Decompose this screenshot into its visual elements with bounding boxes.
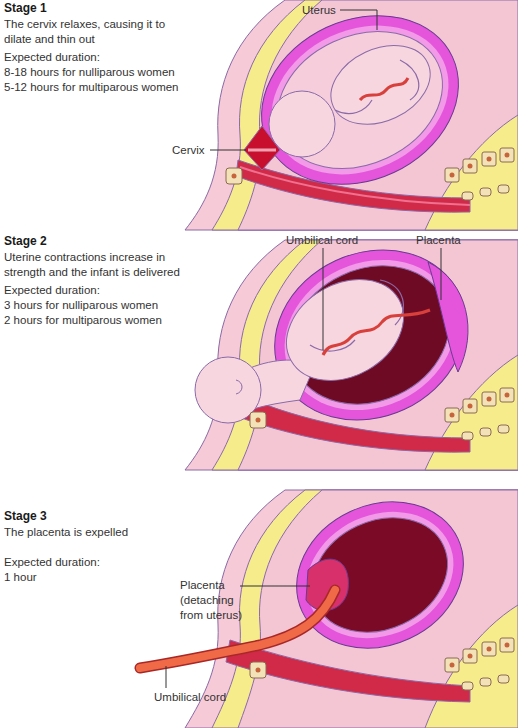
sacrum [498, 675, 509, 683]
uterus-wall [272, 475, 487, 675]
stage-description: The placenta is expelled [4, 525, 128, 540]
fat-layer [212, 490, 518, 728]
sacrum [498, 425, 509, 433]
fetus-leg [380, 280, 403, 325]
vertebra [463, 649, 477, 663]
stage-description: The cervix relaxes, causing it to dilate… [4, 17, 186, 47]
bone-marrow [256, 418, 261, 423]
uterus-lining [260, 233, 480, 438]
part-label: Placenta (detaching from uterus) [180, 578, 256, 623]
vertebra [482, 642, 496, 656]
stage-heading: Stage 1 [4, 1, 47, 16]
bone-marrow [487, 397, 492, 402]
leader-line [166, 666, 167, 688]
bone-marrow [468, 164, 473, 169]
part-label: Cervix [172, 143, 205, 158]
placenta [428, 262, 468, 372]
bone-marrow [505, 153, 510, 158]
leader-line [323, 248, 324, 350]
duration-value: 3 hours for nulliparous women [4, 298, 158, 313]
vertebra [445, 408, 459, 422]
bone-marrow [505, 393, 510, 398]
duration-heading: Expected duration: [4, 50, 100, 65]
bone-marrow [468, 404, 473, 409]
umbilical-cord [140, 590, 335, 668]
stage-one-panel [185, 0, 518, 230]
stage-two-panel [185, 219, 518, 470]
bone-marrow [450, 173, 455, 178]
sacrum [462, 682, 473, 690]
leader-line [240, 586, 310, 587]
duration-value: 2 hours for multiparous women [4, 313, 162, 328]
fetus-ear [236, 380, 242, 394]
vertebra [463, 159, 477, 173]
uterine-cavity [268, 241, 472, 430]
bone-marrow [468, 654, 473, 659]
uterus-wall [247, 219, 494, 450]
duration-heading: Expected duration: [4, 555, 100, 570]
bone-marrow [487, 647, 492, 652]
cervix-canal [248, 149, 276, 152]
bone-marrow [487, 157, 492, 162]
pubic-bone [226, 168, 242, 184]
stage-heading: Stage 3 [4, 509, 47, 524]
fat-layer [212, 0, 518, 230]
leader-line [441, 248, 442, 300]
leader-line [340, 10, 377, 30]
vertebra [463, 399, 477, 413]
vertebra [482, 392, 496, 406]
fetus-arm [335, 100, 372, 114]
vertebra [500, 148, 514, 162]
vertebra [500, 638, 514, 652]
uterine-cavity [294, 496, 467, 653]
leader-line [210, 150, 246, 151]
back-tissue [425, 605, 518, 728]
pubic-bone [250, 412, 266, 428]
sacrum [462, 192, 473, 200]
bone-marrow [256, 668, 261, 673]
uterus-lining [286, 489, 474, 662]
duration-value: 1 hour [4, 570, 37, 585]
umbilical-cord [360, 78, 408, 100]
duration-value: 5-12 hours for multiparous women [4, 80, 179, 95]
umbilical-cord-outline [140, 590, 335, 668]
stage-three-panel [140, 475, 518, 728]
fetus-body [268, 259, 421, 401]
umbilical-cord [323, 310, 430, 355]
uterus-wall [234, 0, 487, 216]
part-label: Placenta [416, 233, 461, 248]
fat-layer [212, 240, 518, 470]
amniotic-sac [255, 6, 465, 195]
fetus-head [269, 91, 335, 157]
vertebra [482, 152, 496, 166]
part-label: Umbilical cord [286, 233, 358, 248]
skin [185, 240, 518, 470]
stage-description: Uterine contractions increase in strengt… [4, 250, 196, 280]
sacrum [480, 678, 491, 686]
part-label: Uterus [302, 3, 336, 18]
fetus-body [318, 30, 443, 139]
sacrum [480, 188, 491, 196]
bone-marrow [450, 663, 455, 668]
vertebra [500, 388, 514, 402]
pubic-bone [250, 662, 266, 678]
bone-marrow [450, 413, 455, 418]
duration-value: 8-18 hours for nulliparous women [4, 65, 175, 80]
stage-heading: Stage 2 [4, 234, 47, 249]
bone-marrow [505, 643, 510, 648]
vertebra [445, 658, 459, 672]
uterus-lining [247, 0, 473, 202]
sacrum [462, 432, 473, 440]
duration-heading: Expected duration: [4, 283, 100, 298]
part-label: Umbilical cord [154, 690, 226, 705]
sacrum [498, 185, 509, 193]
sacrum [480, 428, 491, 436]
fetus-leg [400, 60, 419, 100]
vertebra [445, 168, 459, 182]
bone-marrow [232, 174, 237, 179]
